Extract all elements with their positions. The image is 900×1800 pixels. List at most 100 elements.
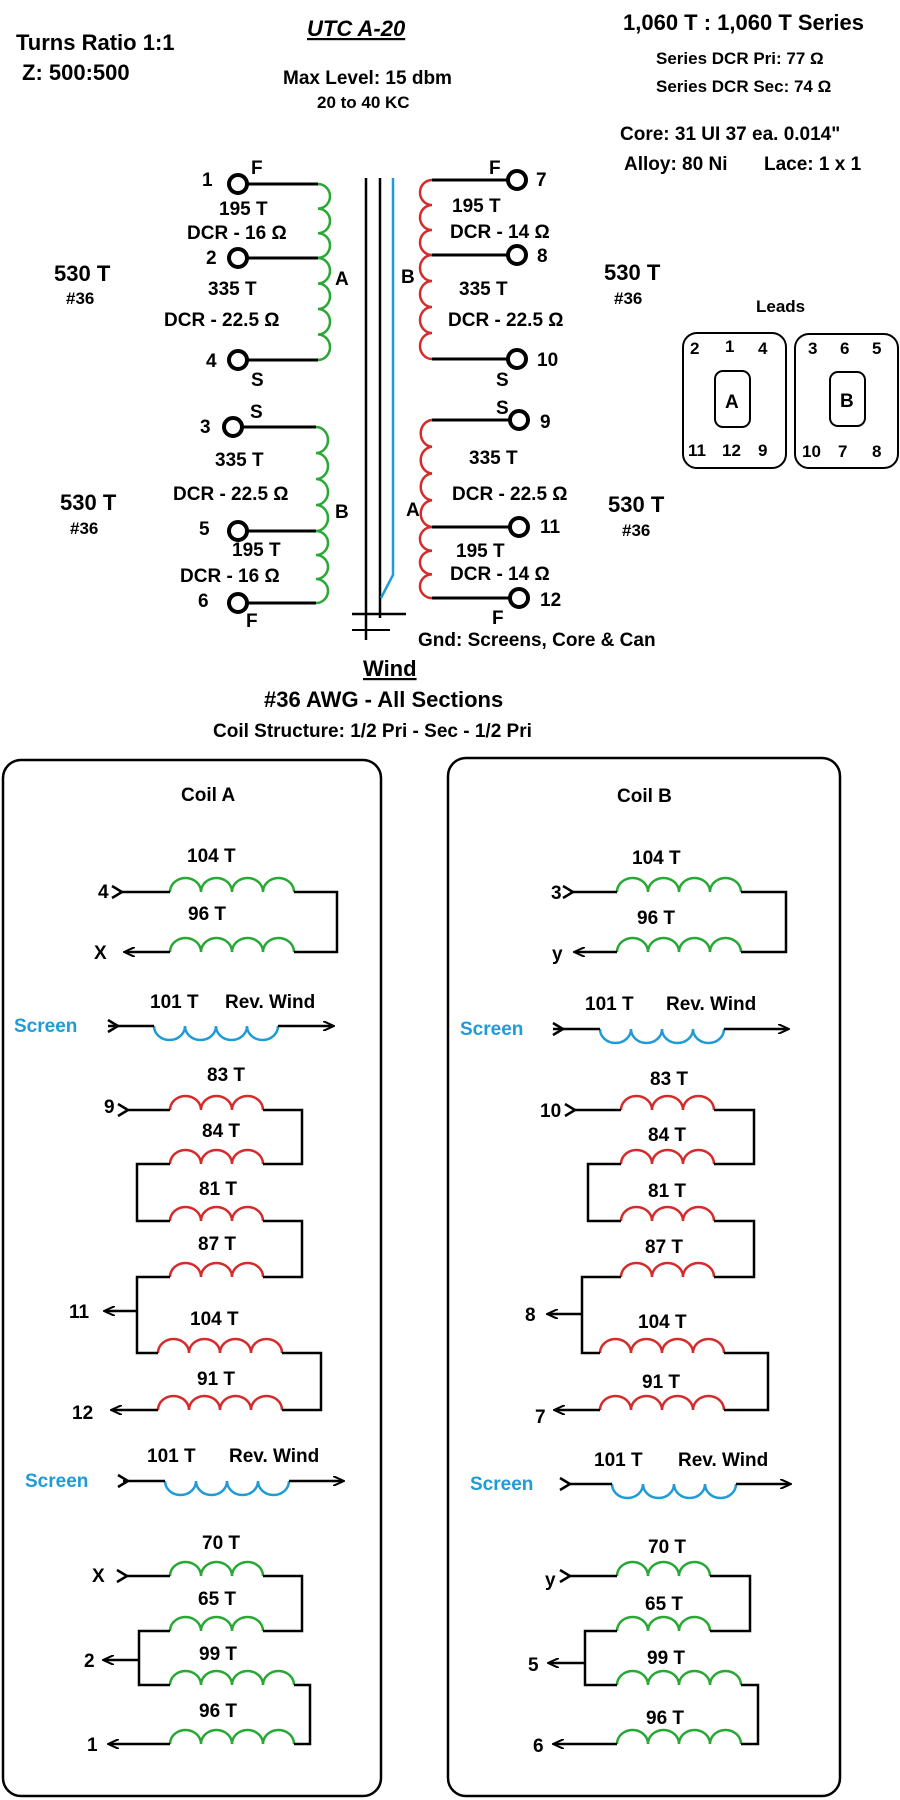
coil-b-65-label: 65 T — [645, 1594, 683, 1615]
series-turns: 1,060 T : 1,060 T Series — [623, 10, 864, 35]
coil-b-96b-label: 96 T — [646, 1708, 684, 1729]
pin-6-label: 6 — [198, 591, 209, 612]
frequency: 20 to 40 KC — [317, 93, 410, 112]
tag-s-pin9: S — [496, 398, 509, 419]
pin-9-terminal — [508, 409, 530, 431]
dcr-225-lower-left: DCR - 22.5 Ω — [173, 484, 289, 505]
pin-3-terminal — [222, 416, 244, 438]
dcr-16-lower: DCR - 16 Ω — [180, 566, 280, 587]
coil-b-104-label: 104 T — [632, 848, 681, 869]
coil-a-title: Coil A — [181, 785, 235, 806]
coil-a-70-label: 70 T — [202, 1533, 240, 1554]
coil-a-pin-2: 2 — [84, 1651, 95, 1672]
pin-3-label: 3 — [200, 417, 211, 438]
pin-10-label: 10 — [537, 350, 558, 371]
pin-8-label: 8 — [537, 246, 548, 267]
lace-spec: Lace: 1 x 1 — [764, 154, 862, 175]
awg-lower-right: #36 — [622, 521, 650, 540]
leads-box-b — [794, 333, 899, 469]
coil-b-rev-wind-2: Rev. Wind — [678, 1450, 768, 1471]
pin-7-label: 7 — [536, 170, 547, 191]
coil-b-70-label: 70 T — [648, 1537, 686, 1558]
coil-b-title: Coil B — [617, 786, 672, 807]
coil-a-65-label: 65 T — [198, 1589, 236, 1610]
coil-a-pin-9: 9 — [104, 1097, 115, 1118]
leads-a-top-2: 1 — [725, 337, 734, 356]
coil-a-104b-label: 104 T — [190, 1309, 239, 1330]
pin-5-label: 5 — [199, 519, 210, 540]
awg-lower-left: #36 — [70, 519, 98, 538]
tag-f-pin1: F — [251, 158, 263, 179]
coil-b-104b-label: 104 T — [638, 1312, 687, 1333]
tag-a-upper: A — [335, 269, 349, 290]
coil-a-87-label: 87 T — [198, 1234, 236, 1255]
dcr-14-upper: DCR - 14 Ω — [450, 222, 550, 243]
leads-a-label: A — [725, 392, 739, 413]
coil-a-screen-label: Screen — [14, 1016, 77, 1037]
turns-195-lower-right: 195 T — [456, 541, 505, 562]
awg-upper-right: #36 — [614, 289, 642, 308]
coil-b-screen-label-2: Screen — [470, 1474, 533, 1495]
left-upper-winding — [227, 173, 332, 371]
coil-a-81-label: 81 T — [199, 1179, 237, 1200]
awg-upper-left: #36 — [66, 289, 94, 308]
series-dcr-pri: Series DCR Pri: 77 Ω — [656, 49, 824, 68]
coil-b-rev-wind: Rev. Wind — [666, 994, 756, 1015]
coil-a-rev-wind-2: Rev. Wind — [229, 1446, 319, 1467]
tag-f-pin12: F — [492, 608, 504, 629]
coil-a-pin-x2: X — [92, 1566, 105, 1587]
impedance: Z: 500:500 — [22, 60, 130, 85]
coil-a-83-label: 83 T — [207, 1065, 245, 1086]
coil-b-84-label: 84 T — [648, 1125, 686, 1146]
pin-9-label: 9 — [540, 412, 551, 433]
coil-b-panel — [446, 756, 842, 1798]
turns-335-upper-left: 335 T — [208, 279, 257, 300]
pin-6-terminal — [227, 592, 249, 614]
leads-b-bottom-3: 8 — [872, 442, 881, 461]
right-lower-winding — [418, 409, 530, 609]
pin-7-terminal — [506, 169, 528, 191]
coil-b-screen-label: Screen — [460, 1019, 523, 1040]
core-lines — [352, 178, 406, 640]
pin-1-label: 1 — [202, 170, 213, 191]
coil-a-pin-x: X — [94, 943, 107, 964]
pin-1-terminal — [227, 173, 249, 195]
leads-b-top-1: 3 — [808, 339, 817, 358]
leads-b-bottom-1: 10 — [802, 442, 821, 461]
leads-a-bottom-1: 11 — [688, 441, 706, 460]
coil-a-pin-4: 4 — [98, 882, 109, 903]
coil-a-pin-11: 11 — [69, 1302, 90, 1323]
tag-b-upper: B — [401, 267, 415, 288]
tag-s-pin3: S — [250, 402, 263, 423]
pin-12-label: 12 — [540, 590, 561, 611]
coil-b-101-label: 101 T — [585, 994, 634, 1015]
coil-a-panel — [1, 758, 383, 1798]
leads-title: Leads — [756, 297, 805, 316]
coil-b-pin-3: 3 — [551, 883, 562, 904]
turns-195-pin7: 195 T — [452, 196, 501, 217]
pin-2-label: 2 — [206, 248, 217, 269]
coil-b-pin-7: 7 — [535, 1407, 546, 1428]
leads-box-a — [682, 332, 787, 469]
turns-530-upper-right: 530 T — [604, 260, 661, 285]
coil-b-91-label: 91 T — [642, 1372, 680, 1393]
pin-11-label: 11 — [540, 517, 561, 538]
core-spec: Core: 31 UI 37 ea. 0.014" — [620, 124, 840, 145]
turns-335-lower-left: 335 T — [215, 450, 264, 471]
tag-f-pin6: F — [246, 611, 258, 632]
turns-335-upper-right: 335 T — [459, 279, 508, 300]
coil-a-96-label: 96 T — [188, 904, 226, 925]
leads-b-top-2: 6 — [840, 339, 849, 358]
max-level: Max Level: 15 dbm — [283, 68, 452, 89]
coil-b-pin-y: y — [552, 944, 563, 965]
coil-b-pin-y2: y — [545, 1570, 556, 1591]
alloy-spec: Alloy: 80 Ni — [624, 154, 727, 175]
tag-s-pin10: S — [496, 370, 509, 391]
dcr-225-upper-left: DCR - 22.5 Ω — [164, 310, 280, 331]
ground-note: Gnd: Screens, Core & Can — [418, 630, 656, 651]
coil-a-rev-wind: Rev. Wind — [225, 992, 315, 1013]
coil-a-pin-12: 12 — [72, 1403, 93, 1424]
coil-b-pin-8: 8 — [525, 1305, 536, 1326]
leads-a-top-3: 4 — [758, 339, 768, 358]
turns-ratio: Turns Ratio 1:1 — [16, 30, 175, 55]
